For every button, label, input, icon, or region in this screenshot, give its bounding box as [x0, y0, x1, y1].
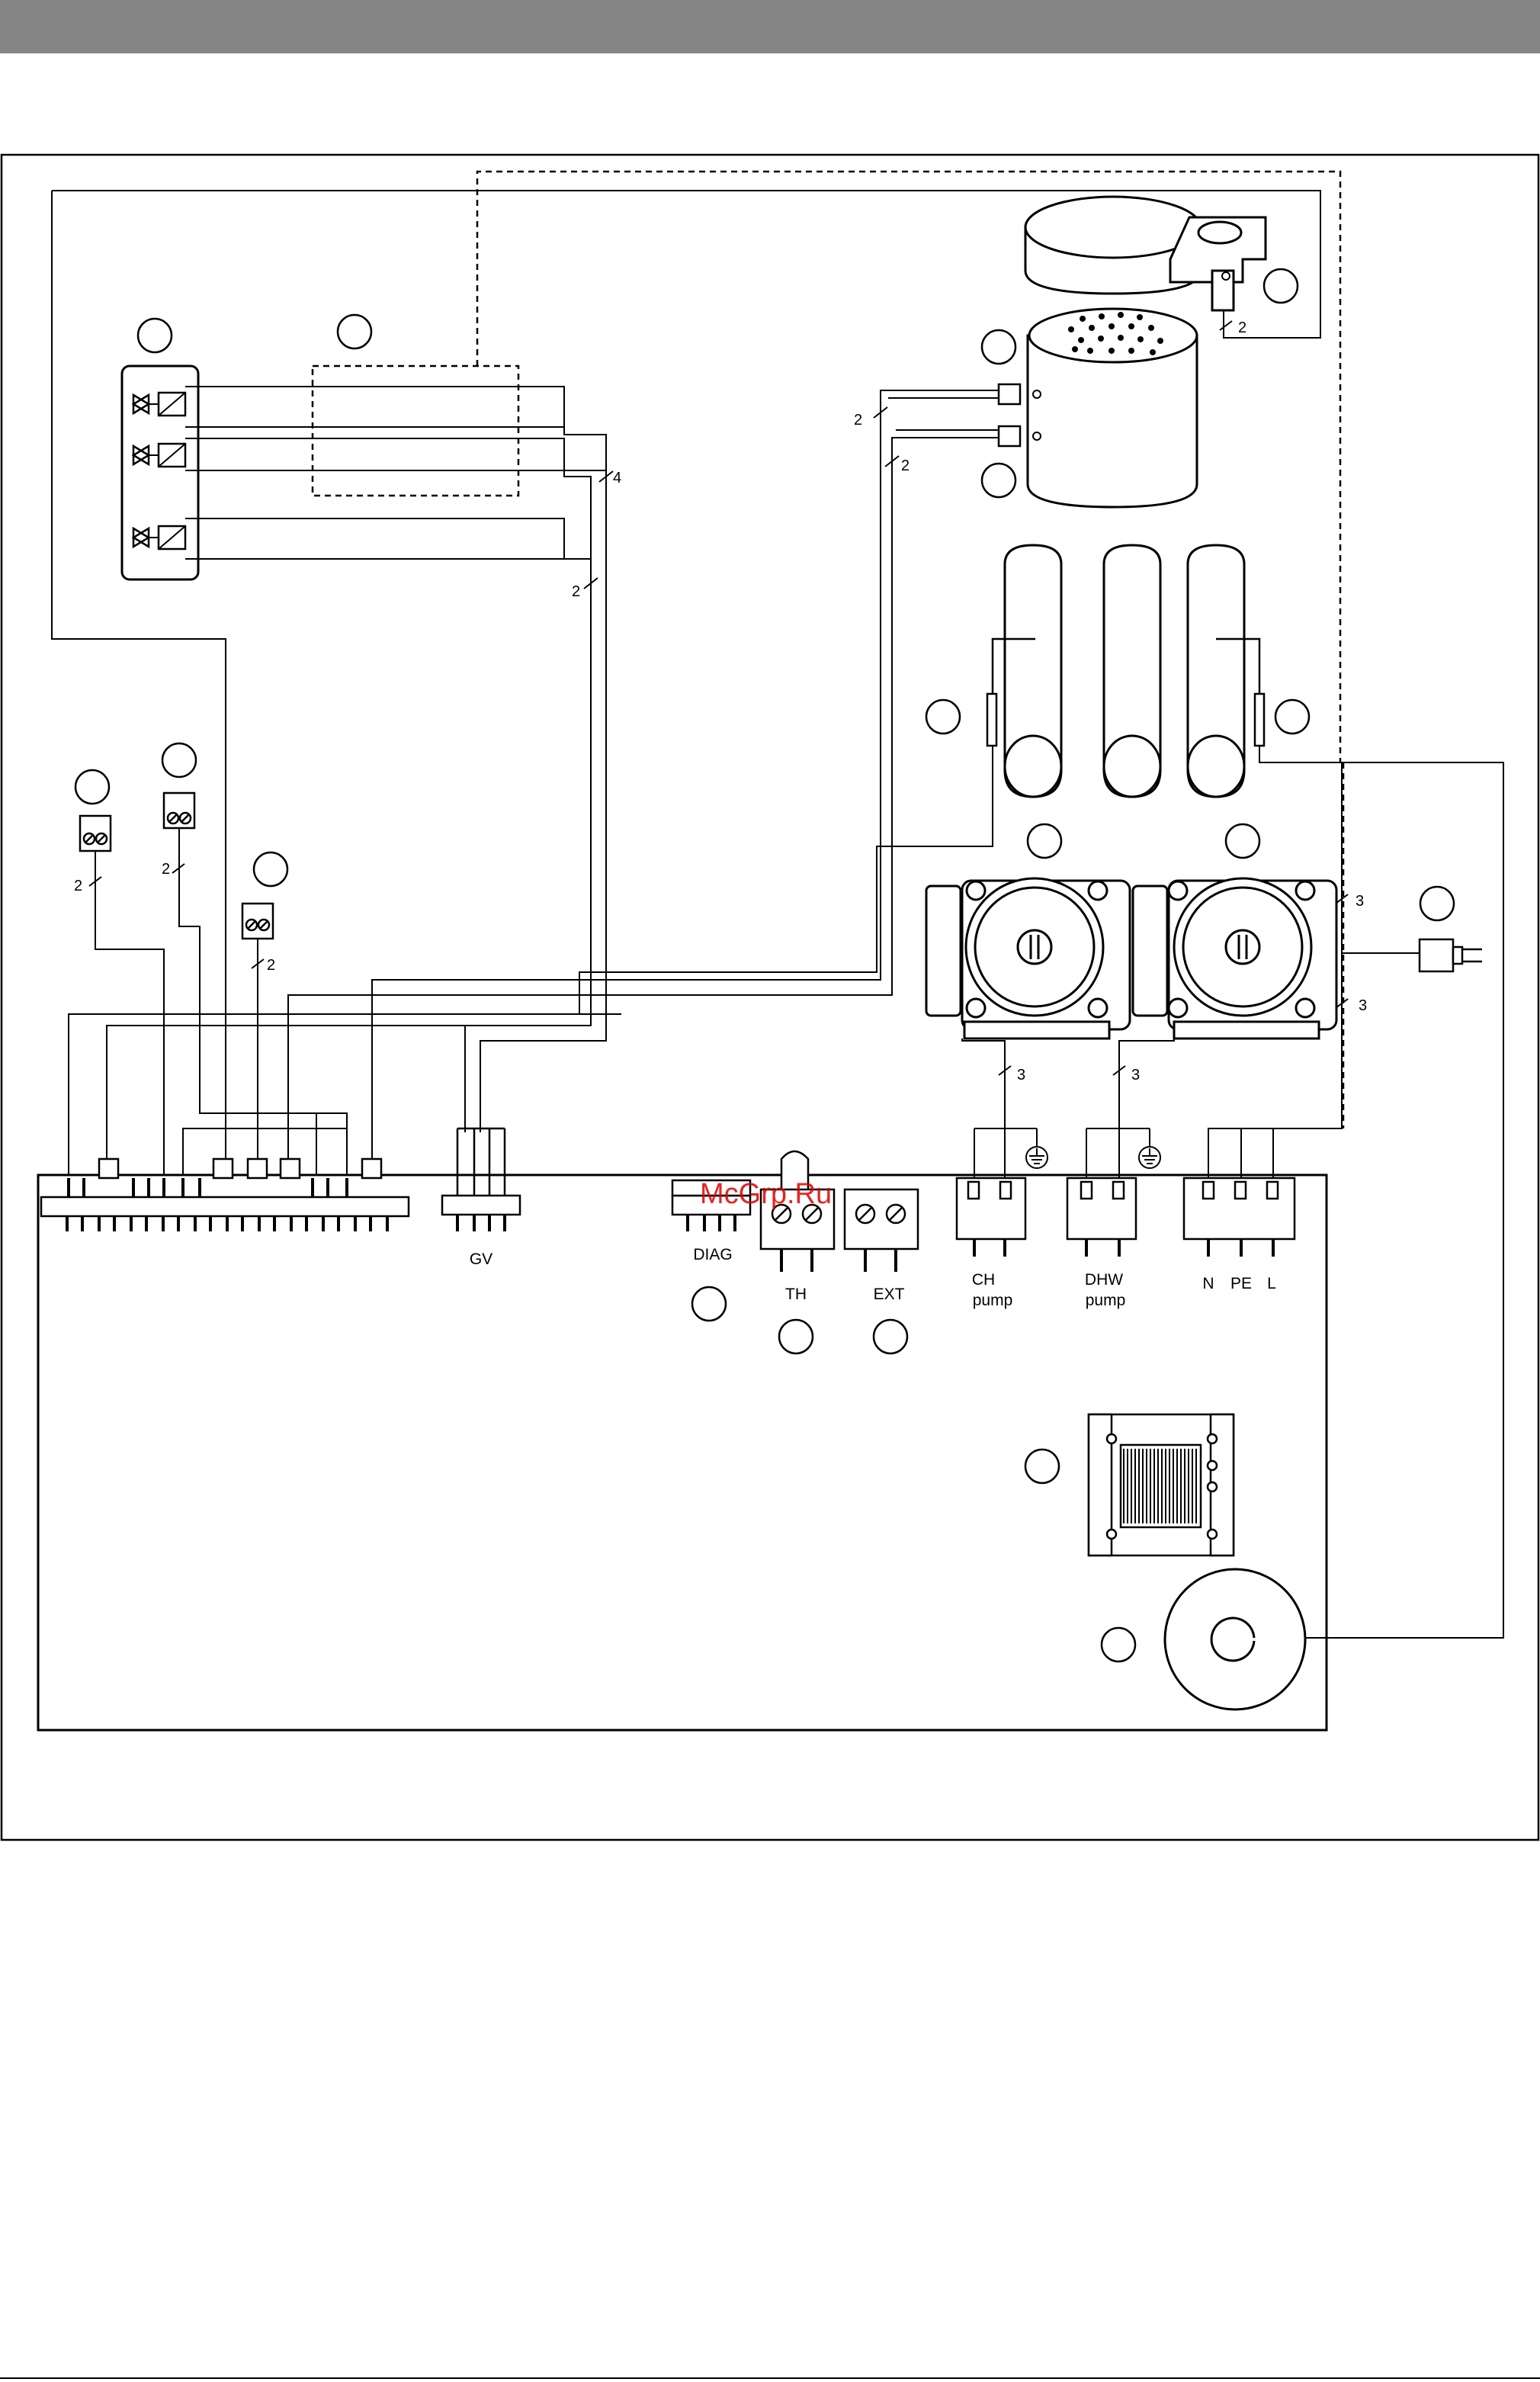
wire-count-mains: 3 — [1359, 997, 1367, 1014]
label-dhw-pump-line1: DHW — [1085, 1271, 1123, 1289]
label-ch-pump-line2: pump — [973, 1292, 1013, 1309]
mains-connector — [1184, 1178, 1295, 1257]
gas-valve-dashed-box — [313, 366, 518, 496]
gas-valve-icon — [122, 366, 198, 579]
ext-connector — [845, 1189, 918, 1272]
pressure-switch-icon — [999, 309, 1197, 507]
wire-count-gas-valve-lower: 2 — [572, 583, 580, 600]
ignition-coil-icon — [1165, 1569, 1305, 1709]
th-connector — [761, 1151, 834, 1272]
wire-count-sensor-left: 2 — [74, 878, 82, 894]
mains-plug-icon — [1420, 939, 1482, 971]
dhw-pump-connector — [1067, 1178, 1136, 1257]
label-n: N — [1202, 1275, 1214, 1292]
label-pe: PE — [1230, 1275, 1252, 1292]
ground-icon — [1026, 1147, 1048, 1168]
sensor-box-wires — [69, 828, 595, 1174]
watermark: McGrp.Ru — [700, 1178, 832, 1210]
pump-icon — [926, 878, 1130, 1039]
wire-count-fan-b: 2 — [901, 457, 910, 474]
gas-valve-wires — [185, 387, 606, 1132]
wire-count-dhw-pump: 3 — [1131, 1067, 1140, 1083]
ground-icon — [1139, 1147, 1160, 1168]
label-ext: EXT — [874, 1286, 905, 1303]
label-dhw-pump-line2: pump — [1086, 1292, 1126, 1309]
wire-count-pump-supply: 3 — [1356, 893, 1364, 910]
fan-icon — [1025, 197, 1266, 310]
room-sensor-icon — [80, 793, 273, 939]
label-gv: GV — [470, 1250, 492, 1268]
label-th: TH — [785, 1286, 807, 1303]
wire-count-ch-pump: 3 — [1017, 1067, 1025, 1083]
label-ch-pump-line1: CH — [972, 1271, 995, 1289]
wire-count-pressure-switch: 2 — [1238, 319, 1246, 336]
ch-pump-connector — [957, 1178, 1025, 1257]
gv-connector — [442, 1128, 520, 1231]
footer-rule — [0, 2377, 1540, 2379]
fan-sensor-dot — [1222, 272, 1230, 280]
pump-icon — [1133, 878, 1336, 1039]
connector-labels: GV DIAG TH EXT CH pump DHW pump N PE L — [470, 1246, 1276, 1309]
wire-count-sensor-right: 2 — [267, 957, 275, 974]
heat-exchanger-icon — [1005, 545, 1244, 797]
main-connector — [41, 1159, 409, 1216]
label-l: L — [1267, 1275, 1276, 1292]
wire-count-sensor-middle: 2 — [162, 861, 170, 878]
wire-count-gas-valve: 4 — [613, 470, 621, 486]
label-diag: DIAG — [693, 1246, 732, 1263]
wire-count-fan-a: 2 — [854, 412, 862, 429]
